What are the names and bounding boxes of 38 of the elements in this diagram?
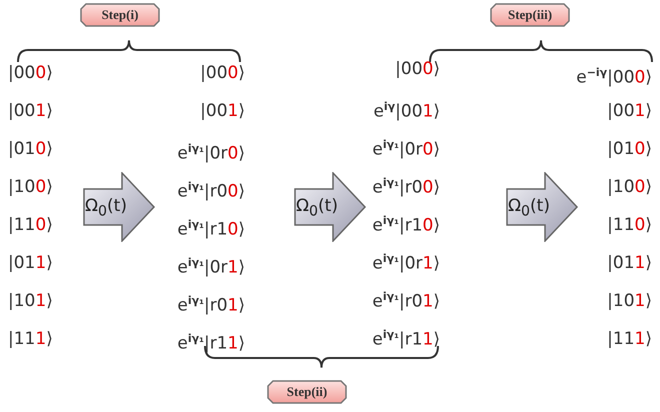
quantum-state: e$^{iγ₁}$|0r0⟩ bbox=[177, 141, 245, 165]
quantum-state: |010⟩ bbox=[8, 138, 53, 160]
quantum-state: |001⟩ bbox=[200, 100, 245, 122]
quantum-state: |010⟩ bbox=[607, 138, 652, 160]
block-arrow: Ω$_{0}$(t) bbox=[505, 172, 579, 242]
quantum-state: |111⟩ bbox=[8, 328, 53, 350]
quantum-state: e$^{iγ₁}$|r11⟩ bbox=[177, 331, 245, 355]
quantum-state: e$^{iγ₁}$|r10⟩ bbox=[372, 213, 440, 237]
quantum-state: |110⟩ bbox=[607, 214, 652, 236]
quantum-state: |001⟩ bbox=[8, 100, 53, 122]
quantum-state: |011⟩ bbox=[8, 252, 53, 274]
block-arrow: Ω$_{0}$(t) bbox=[82, 172, 156, 242]
quantum-state: e$^{iγ₁}$|r01⟩ bbox=[177, 293, 245, 317]
quantum-state: |101⟩ bbox=[607, 290, 652, 312]
quantum-state: |111⟩ bbox=[607, 328, 652, 350]
quantum-state: |011⟩ bbox=[607, 252, 652, 274]
quantum-state: e$^{iγ₁}$|r11⟩ bbox=[372, 327, 440, 351]
quantum-state: |110⟩ bbox=[8, 214, 53, 236]
step-tag: Step(ii) bbox=[267, 380, 347, 404]
quantum-state: e$^{iγ₁}$|r00⟩ bbox=[372, 175, 440, 199]
quantum-state: e$^{iγ₁}$|0r0⟩ bbox=[372, 137, 440, 161]
quantum-state: |000⟩ bbox=[200, 62, 245, 84]
quantum-state: |101⟩ bbox=[8, 290, 53, 312]
block-arrow: Ω$_{0}$(t) bbox=[293, 172, 367, 242]
quantum-state: |100⟩ bbox=[8, 176, 53, 198]
quantum-state: e$^{iγ₁}$|r01⟩ bbox=[372, 289, 440, 313]
quantum-state: |001⟩ bbox=[607, 100, 652, 122]
quantum-state: |100⟩ bbox=[607, 176, 652, 198]
quantum-state: |000⟩ bbox=[395, 58, 440, 80]
step-tag: Step(i) bbox=[80, 3, 160, 27]
quantum-state: e$^{iγ}$|001⟩ bbox=[373, 99, 440, 123]
quantum-state: e$^{iγ₁}$|0r1⟩ bbox=[372, 251, 440, 275]
step-tag: Step(iii) bbox=[490, 3, 570, 27]
quantum-state: e$^{iγ₁}$|r00⟩ bbox=[177, 179, 245, 203]
quantum-state: e$^{iγ₁}$|r10⟩ bbox=[177, 217, 245, 241]
quantum-state: e$^{−iγ}$|000⟩ bbox=[576, 65, 652, 89]
quantum-state: e$^{iγ₁}$|0r1⟩ bbox=[177, 255, 245, 279]
quantum-state: |000⟩ bbox=[8, 62, 53, 84]
